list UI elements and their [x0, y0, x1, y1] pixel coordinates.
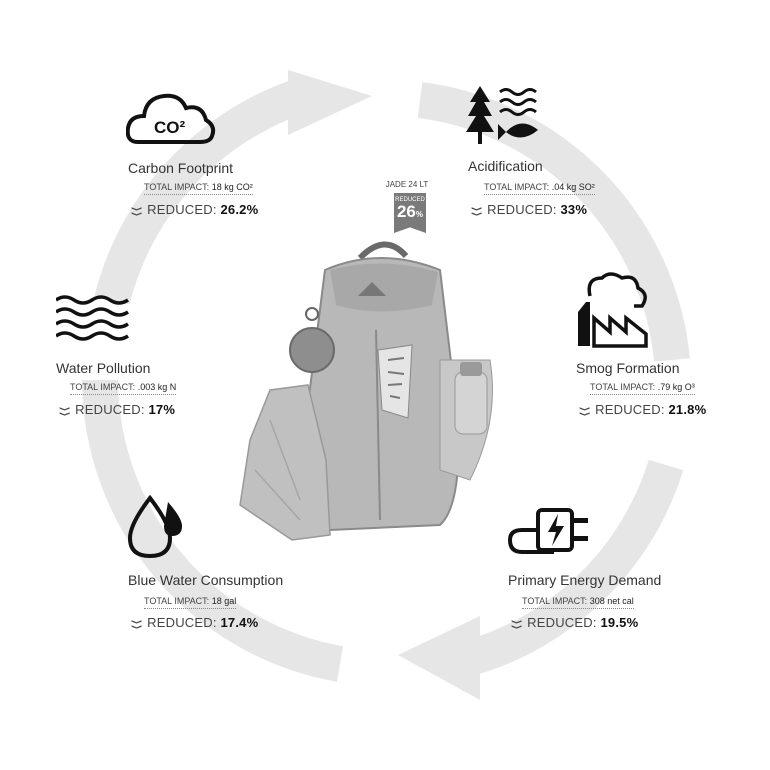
product-badge: JADE 24 LT REDUCED 26% — [386, 180, 432, 233]
chevron-down-icon: ❯❯ — [131, 619, 143, 630]
water-pollution-impact-value: .003 kg N — [137, 382, 177, 392]
model-label: JADE 24 LT — [385, 180, 429, 189]
reduced-tag: REDUCED 26% — [394, 193, 426, 233]
cycle-arc-top-left — [94, 78, 306, 305]
backpack-top-flap — [330, 263, 438, 312]
power-plug-icon — [508, 508, 588, 554]
cloud-co2-icon: CO² — [126, 93, 216, 144]
acidification-reduced: ❯❯ REDUCED: 33% — [468, 202, 587, 217]
cycle-arc-bottom-right — [464, 459, 684, 676]
primary-energy-demand-title: Primary Energy Demand — [508, 572, 662, 588]
jacket-folds — [254, 419, 301, 521]
smog-formation-impact: TOTAL IMPACT: .79 kg O³ — [590, 382, 695, 395]
front-zipper — [375, 329, 381, 521]
reduced-label: REDUCED: — [147, 202, 217, 217]
reduced-tag-label: REDUCED — [395, 197, 425, 203]
carbon-footprint-reduced: ❯❯ REDUCED: 26.2% — [128, 202, 258, 217]
smog-formation-reduced-value: 21.8% — [668, 402, 707, 417]
primary-energy-demand-reduced-value: 19.5% — [600, 615, 639, 630]
map-item — [377, 344, 413, 419]
cycle-arrowhead-bottom — [398, 616, 480, 700]
blue-water-consumption-reduced-value: 17.4% — [220, 615, 259, 630]
water-pollution-impact: TOTAL IMPACT: .003 kg N — [70, 382, 177, 395]
reduced-tag-value: 26% — [394, 203, 426, 224]
carbon-footprint-reduced-value: 26.2% — [220, 202, 259, 217]
water-pollution-reduced-value: 17% — [148, 402, 176, 417]
primary-energy-demand-impact: TOTAL IMPACT: 308 net cal — [522, 596, 634, 609]
blue-water-consumption-impact: TOTAL IMPACT: 18 gal — [144, 596, 237, 609]
water-pollution-reduced: ❯❯ REDUCED: 17% — [56, 402, 175, 417]
acidification-impact: TOTAL IMPACT: .04 kg SO² — [484, 182, 595, 195]
acidification-reduced-value: 33% — [560, 202, 588, 217]
acidification-title: Acidification — [468, 158, 543, 174]
speaker-strap — [305, 307, 319, 321]
chevron-down-icon: ❯❯ — [59, 406, 71, 417]
impact-label: TOTAL IMPACT: — [522, 596, 588, 606]
carbon-footprint-title: Carbon Footprint — [128, 160, 234, 176]
smog-formation-reduced: ❯❯ REDUCED: 21.8% — [576, 402, 706, 417]
reduced-label: REDUCED: — [527, 615, 597, 630]
primary-energy-demand-impact-value: 308 net cal — [589, 596, 634, 606]
water-pollution-title: Water Pollution — [56, 360, 151, 376]
blue-water-consumption-reduced: ❯❯ REDUCED: 17.4% — [128, 615, 258, 630]
chevron-down-icon: ❯❯ — [471, 206, 483, 217]
impact-label: TOTAL IMPACT: — [484, 182, 550, 192]
backpack — [239, 241, 493, 541]
reduced-label: REDUCED: — [595, 402, 665, 417]
reduced-label: REDUCED: — [75, 402, 145, 417]
carbon-footprint-impact: TOTAL IMPACT: 18 kg CO² — [144, 182, 253, 195]
impact-label: TOTAL IMPACT: — [590, 382, 656, 392]
smog-formation-title: Smog Formation — [576, 360, 680, 376]
map-pattern — [387, 357, 405, 399]
impact-label: TOTAL IMPACT: — [70, 382, 136, 392]
reduced-label: REDUCED: — [147, 615, 217, 630]
impact-label: TOTAL IMPACT: — [144, 182, 210, 192]
factory-smog-icon — [578, 272, 648, 348]
cycle-arrowhead-top — [288, 70, 372, 135]
brand-logo-icon — [358, 282, 386, 296]
packable-jacket — [239, 384, 331, 541]
impact-label: TOTAL IMPACT: — [144, 596, 210, 606]
primary-energy-demand-reduced: ❯❯ REDUCED: 19.5% — [508, 615, 638, 630]
cycle-arc-left — [82, 379, 344, 682]
smog-formation-impact-value: .79 kg O³ — [657, 382, 695, 392]
reduced-label: REDUCED: — [487, 202, 557, 217]
carbon-footprint-impact-value: 18 kg CO² — [211, 182, 253, 192]
blue-water-consumption-impact-value: 18 gal — [211, 596, 237, 606]
cloud-co2-label: CO² — [154, 118, 186, 137]
reduced-tag-unit: % — [415, 210, 424, 219]
chevron-down-icon: ❯❯ — [131, 206, 143, 217]
water-waves-icon — [56, 295, 129, 341]
water-bottle — [454, 371, 488, 435]
water-bottle-cap — [460, 362, 482, 376]
water-drops-icon — [127, 494, 182, 558]
backpack-handle — [357, 241, 409, 261]
chevron-down-icon: ❯❯ — [579, 406, 591, 417]
speaker-item — [289, 327, 335, 373]
chevron-down-icon: ❯❯ — [511, 619, 523, 630]
tree-fish-icon — [466, 86, 538, 144]
acidification-impact-value: .04 kg SO² — [551, 182, 595, 192]
blue-water-consumption-title: Blue Water Consumption — [128, 572, 284, 588]
reduced-tag-number: 26 — [396, 202, 416, 221]
